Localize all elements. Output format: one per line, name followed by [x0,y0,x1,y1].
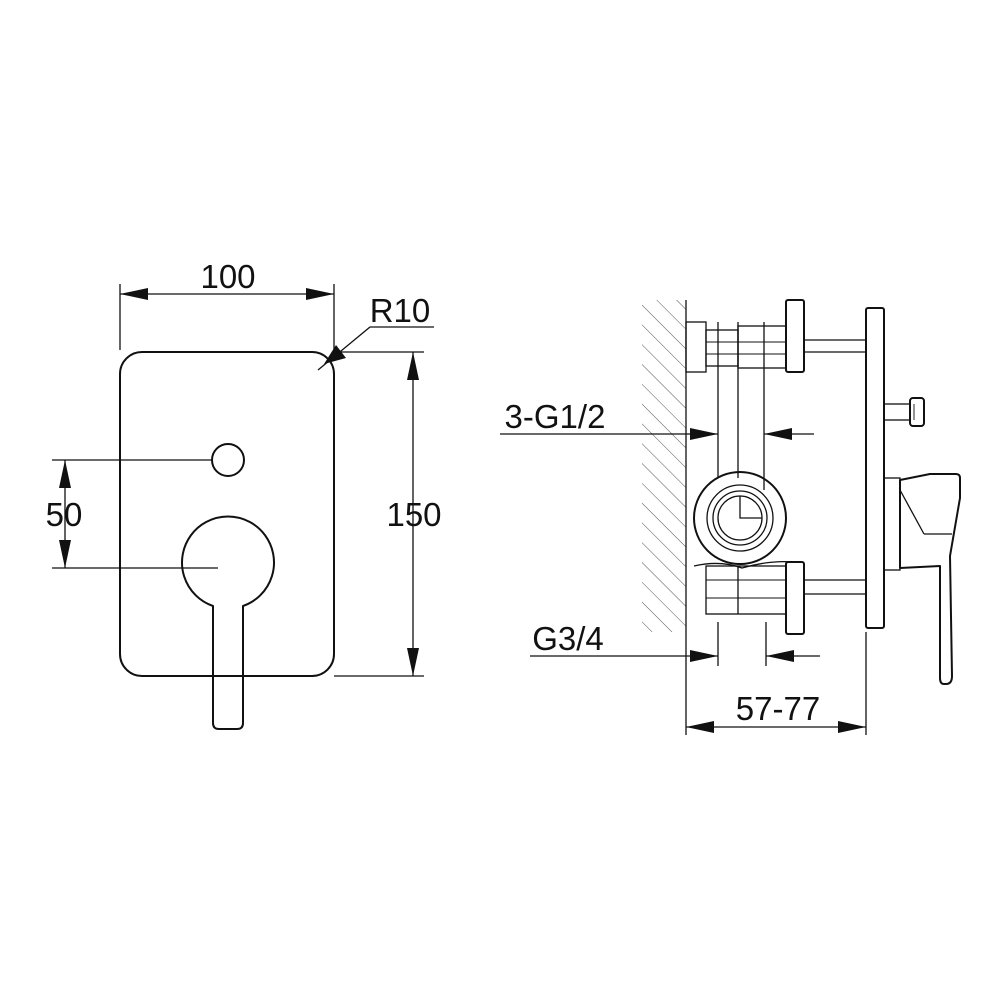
mounting-rods [804,339,866,595]
dimension-height: 150 [334,351,442,677]
dimension-outlet-thread-label: 3-G1/2 [505,398,606,435]
diverter-knob-side [883,397,925,427]
valve-body-lower [693,560,805,635]
dimension-radius: R10 [317,292,434,371]
side-view: 3-G1/2 G3/4 57-77 [500,299,961,735]
trim-plate-edge [865,307,885,629]
lever-handle-side [883,473,961,685]
dimension-height-label: 150 [386,496,441,533]
valve-body-upper [685,299,805,373]
lever-handle [181,515,275,730]
valve-body-center [717,322,765,490]
cover-plate [119,351,335,677]
wall-hatching [642,300,686,632]
dimension-depth-range-label: 57-77 [736,690,820,727]
dimension-radius-label: R10 [370,292,431,329]
dimension-outlet-thread: 3-G1/2 [500,398,814,440]
cartridge-rings [693,471,787,565]
dimension-inlet-thread: G3/4 [530,620,820,666]
dimension-spacing-label: 50 [46,496,83,533]
diverter-knob [211,443,245,477]
dimension-width-label: 100 [200,258,255,295]
dimension-width: 100 [119,258,335,350]
dimension-spacing: 50 [46,459,218,569]
front-view: 100 R10 150 50 [46,258,442,730]
dimension-inlet-thread-label: G3/4 [532,620,604,657]
dimension-depth-range: 57-77 [686,632,867,735]
